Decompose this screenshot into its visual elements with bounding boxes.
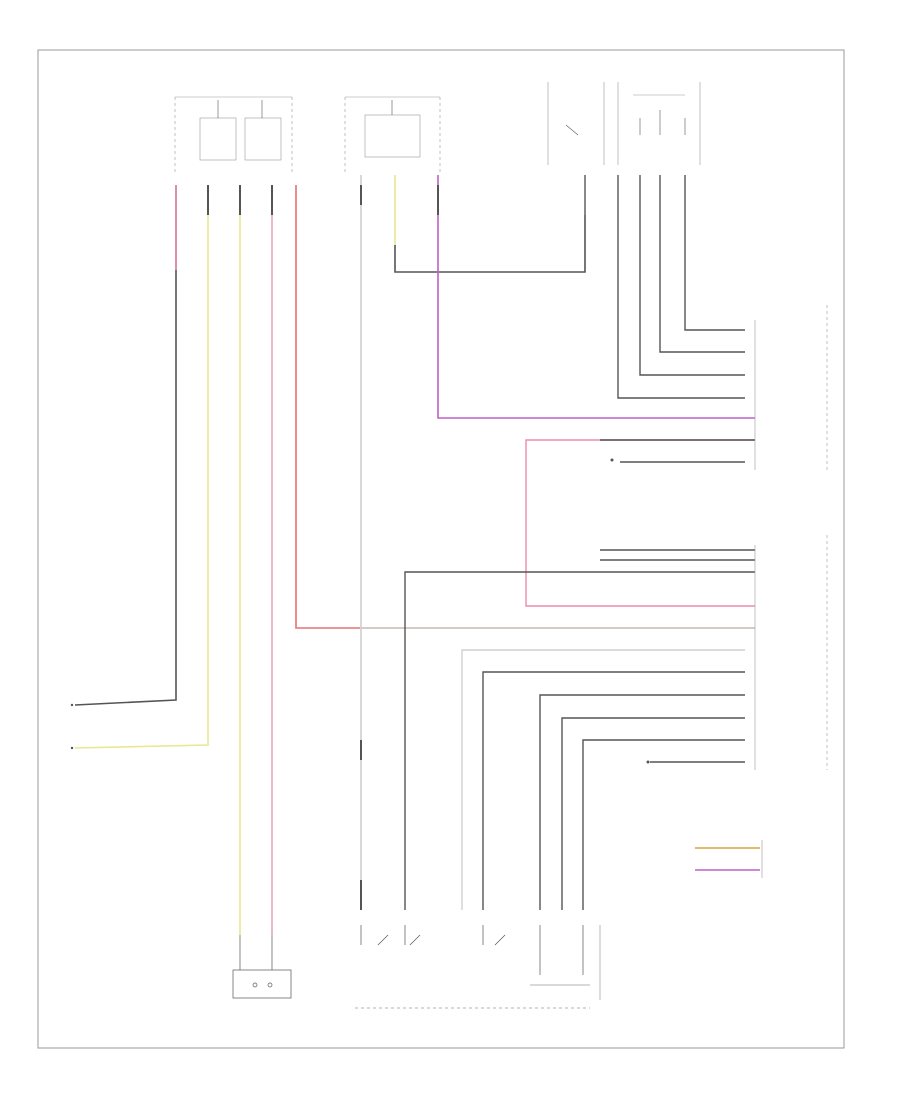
- driver-switch-housing: [547, 82, 701, 165]
- fuse-box-left: [174, 96, 293, 172]
- diagram-frame: [37, 49, 845, 1049]
- passenger-module-connector: [754, 535, 828, 770]
- pink-crossover-wire: [525, 439, 755, 607]
- mid-wires: [360, 175, 755, 910]
- fuel-door-actuator: [232, 935, 292, 999]
- passenger-door-switches: [355, 925, 601, 1009]
- left-wires: [74, 185, 755, 935]
- driver-module-connector: [754, 305, 828, 470]
- driver-module-wires: [584, 175, 745, 463]
- passenger-module-wires: [404, 549, 755, 910]
- ground-symbols: [70, 458, 650, 764]
- fuse-box-mid: [344, 96, 441, 172]
- instrument-cluster: [695, 840, 763, 878]
